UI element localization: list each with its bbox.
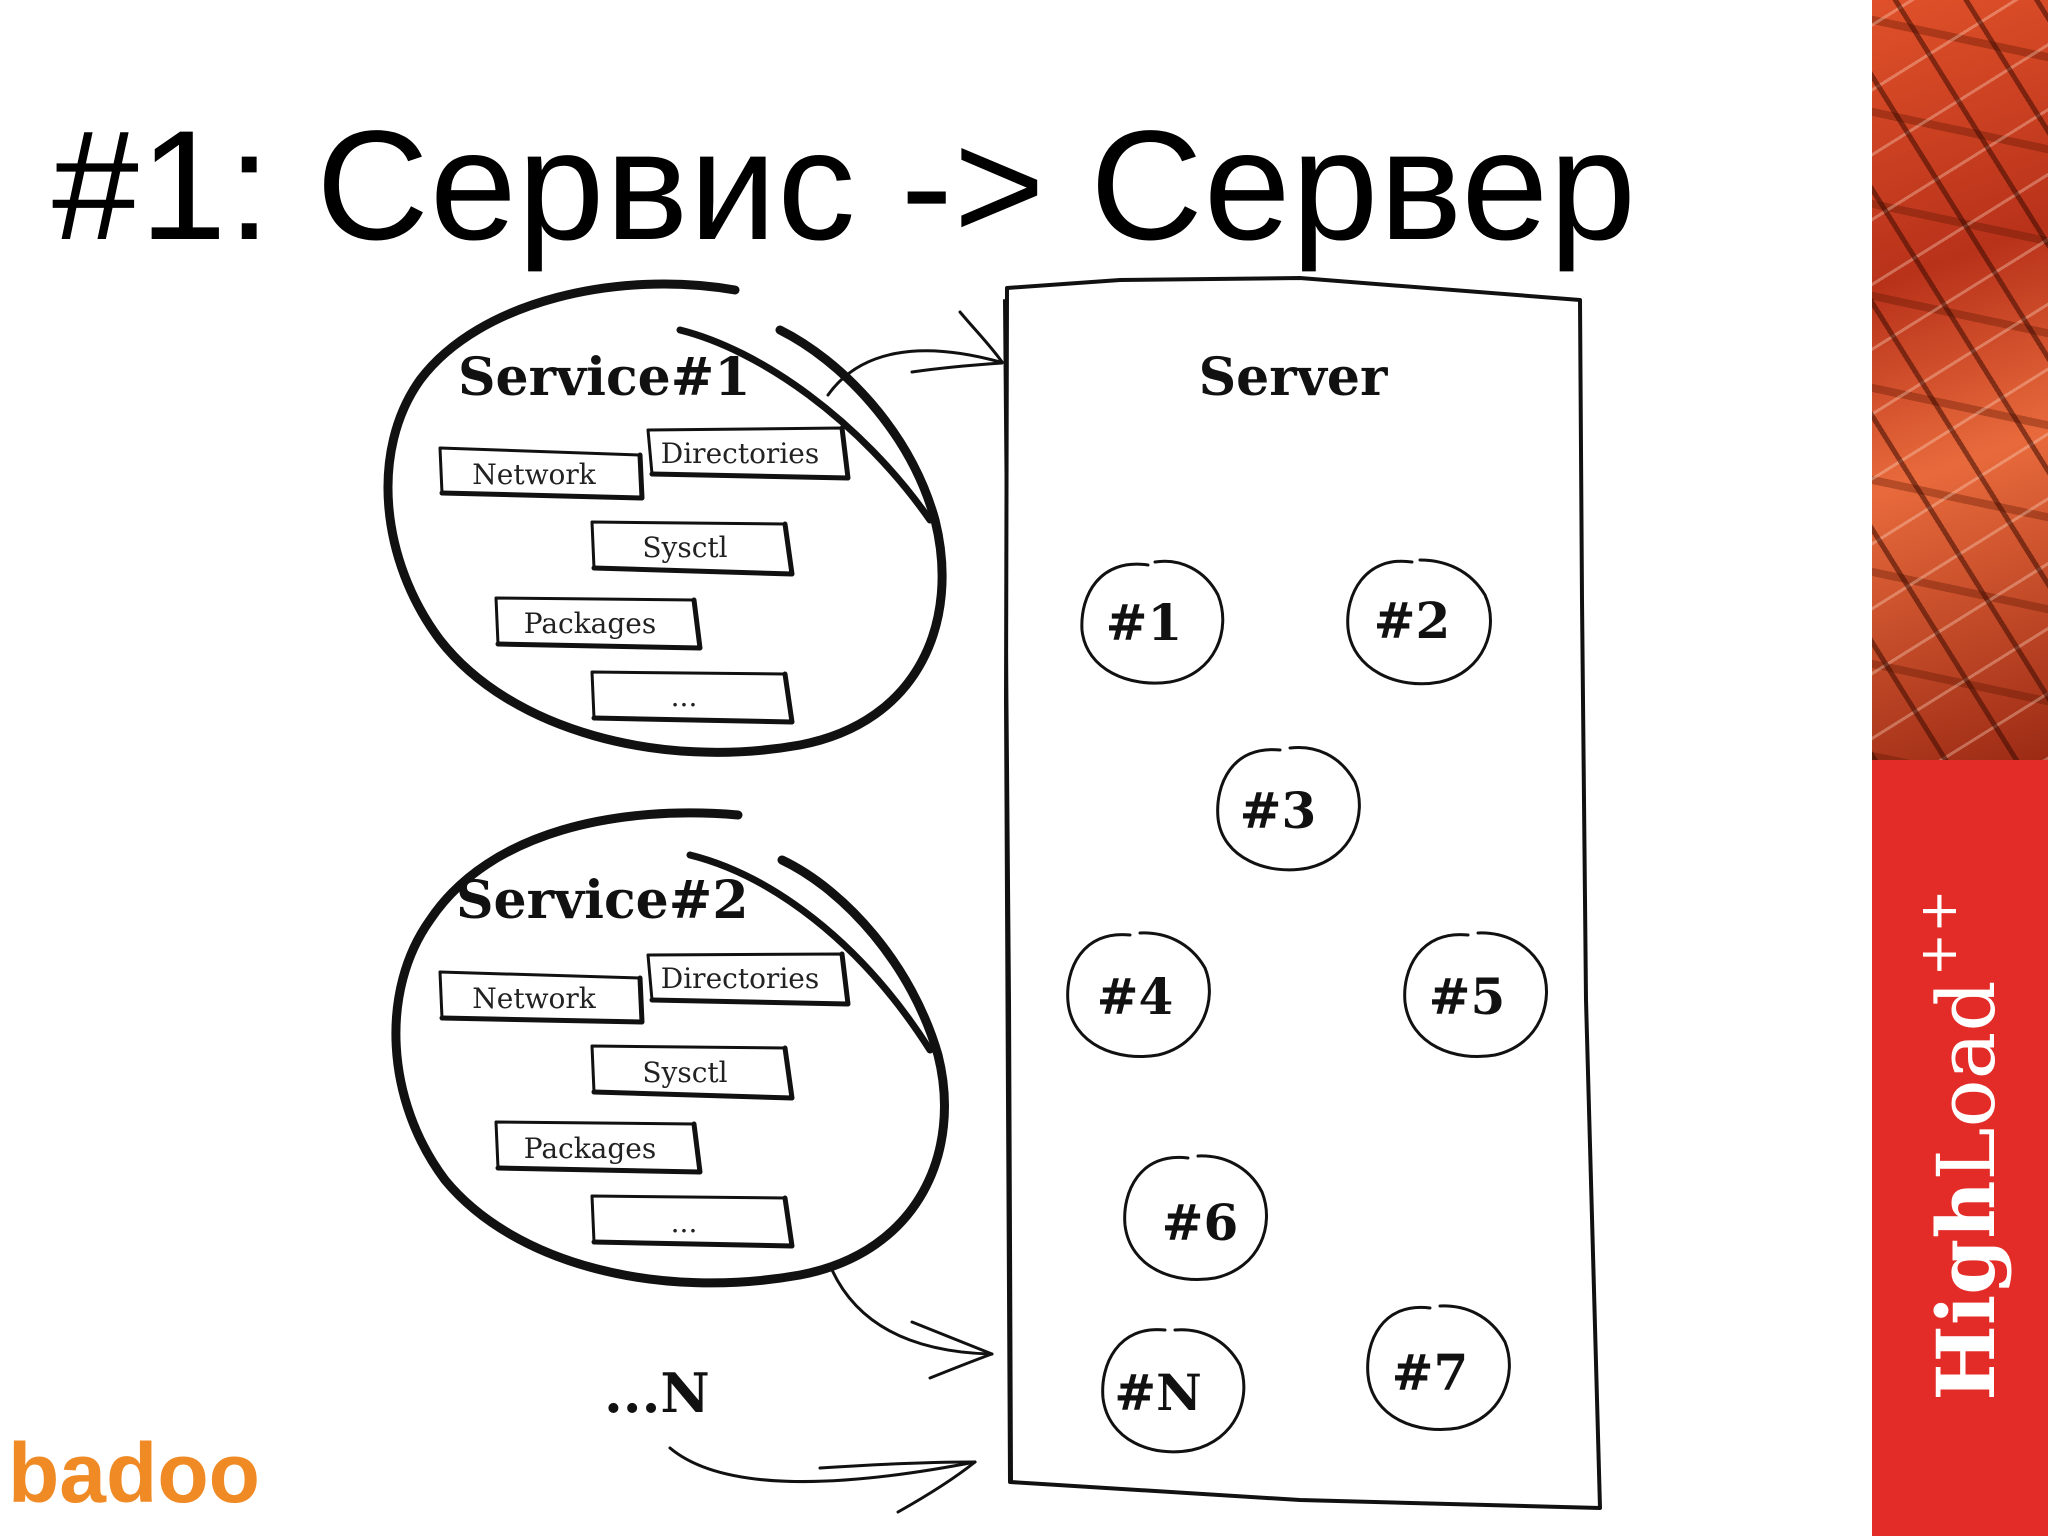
service-1-box-more: ... — [590, 670, 795, 725]
service-2-outline-tail — [686, 851, 934, 1054]
service-1-box-label: Directories — [661, 437, 819, 470]
process-label: #N — [1114, 1363, 1202, 1422]
process-7: #7 — [1366, 1304, 1511, 1431]
process-4: #4 — [1066, 931, 1211, 1058]
service-1-title: Service#1 — [458, 347, 751, 408]
process-label: #5 — [1429, 967, 1506, 1026]
service-2-box-label: Network — [472, 982, 597, 1015]
service-1-box-network: Network — [438, 446, 645, 501]
service-2-box-label: Directories — [661, 962, 819, 995]
process-label: #7 — [1392, 1343, 1469, 1402]
service-2-box-more: ... — [590, 1194, 795, 1249]
service-1-outline-tail — [676, 326, 934, 524]
service-2-box-label: ... — [671, 1206, 698, 1239]
brand-photo-pattern — [1872, 0, 2048, 760]
service-1-box-label: ... — [671, 680, 698, 713]
arrow-service-2 — [830, 1268, 994, 1380]
service-1-outline — [383, 279, 947, 757]
process-6: #6 — [1123, 1154, 1268, 1281]
server-title: Server — [1199, 347, 1388, 408]
process-5: #5 — [1403, 931, 1548, 1058]
service-2-box-network: Network — [438, 970, 645, 1025]
svg-text:badoo: badoo — [8, 1436, 260, 1516]
server-group: Server #1 #2 #3 #4 #5 #6 #7 — [1003, 276, 1602, 1510]
service-1-box-packages: Packages — [494, 596, 703, 651]
service-2-title: Service#2 — [456, 870, 749, 931]
process-label: #4 — [1097, 967, 1174, 1026]
service-group-1: Service#1 Network Directories Sysctl Pac… — [383, 279, 947, 757]
service-2-box-label: Packages — [524, 1132, 656, 1165]
arrow-more-services — [668, 1446, 977, 1514]
brand-red-panel — [1872, 760, 2048, 1536]
badoo-logo: badoo — [8, 1436, 260, 1516]
process-label: #2 — [1374, 591, 1451, 650]
process-label: #3 — [1240, 781, 1317, 840]
process-label: #1 — [1106, 593, 1183, 652]
service-2-outline — [391, 808, 949, 1288]
service-2-box-directories: Directories — [646, 951, 851, 1007]
process-n: #N — [1101, 1328, 1246, 1454]
process-1: #1 — [1080, 559, 1225, 685]
arrow-service-1 — [826, 310, 1004, 397]
service-1-box-label: Network — [472, 458, 597, 491]
process-label: #6 — [1162, 1193, 1239, 1252]
process-3: #3 — [1216, 745, 1361, 872]
service-1-box-label: Packages — [524, 607, 656, 640]
server-outline — [1004, 276, 1602, 1510]
service-1-box-directories: Directories — [646, 425, 851, 481]
service-2-box-packages: Packages — [494, 1120, 703, 1175]
service-group-2: Service#2 Network Directories Sysctl Pac… — [391, 808, 949, 1288]
process-2: #2 — [1346, 558, 1492, 686]
service-1-box-sysctl: Sysctl — [590, 520, 795, 577]
more-services-label: ...N — [604, 1361, 710, 1425]
service-2-box-sysctl: Sysctl — [590, 1044, 795, 1101]
slide-title: #1: Сервис -> Сервер — [52, 99, 1637, 273]
conference-logo: HighLoad++ — [1909, 889, 2013, 1401]
service-1-box-label: Sysctl — [642, 531, 727, 564]
service-2-box-label: Sysctl — [642, 1056, 727, 1089]
conference-brand-strip: HighLoad++ — [1872, 0, 2048, 1536]
